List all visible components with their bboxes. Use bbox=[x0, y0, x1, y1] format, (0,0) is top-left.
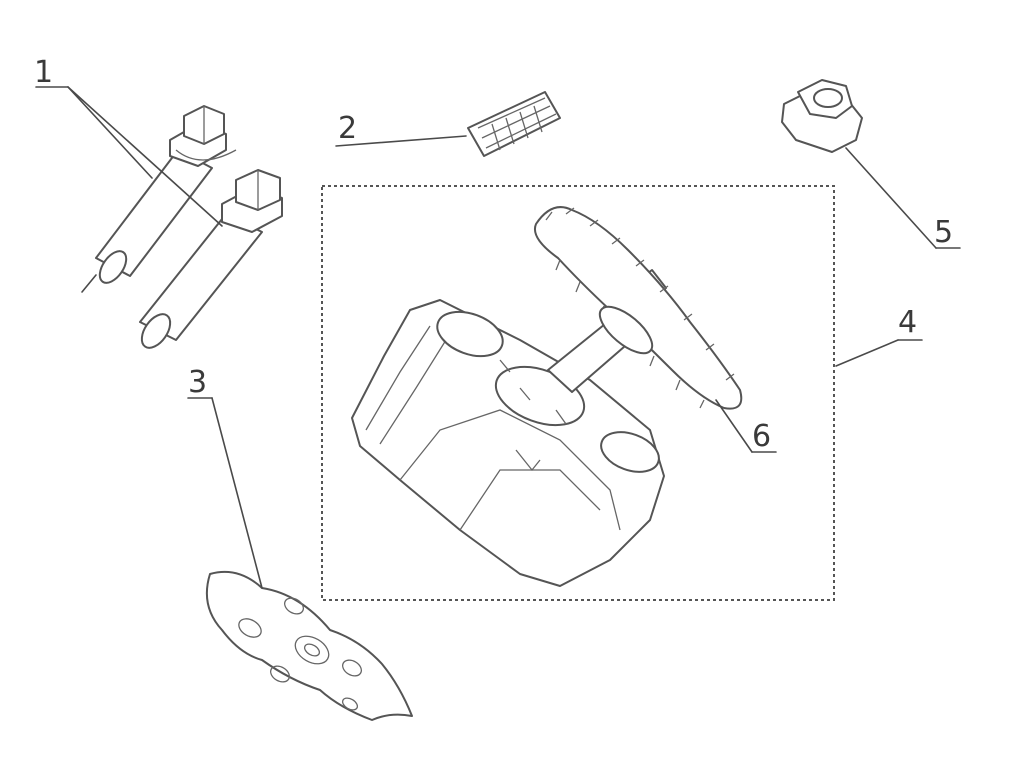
callout-4: 4 bbox=[898, 305, 917, 340]
assembly-boundary bbox=[321, 185, 835, 601]
part-3-gasket: 3 bbox=[187, 365, 413, 721]
bolt-back bbox=[95, 105, 237, 284]
part-2-chain: 2 bbox=[335, 91, 561, 157]
pump-sprocket bbox=[534, 206, 743, 410]
callout-3: 3 bbox=[188, 365, 207, 400]
callout-2: 2 bbox=[338, 111, 357, 146]
callout-5: 5 bbox=[934, 215, 953, 250]
part-5-nut: 5 bbox=[781, 79, 961, 250]
bolt-front bbox=[139, 169, 283, 349]
callout-1: 1 bbox=[34, 55, 53, 90]
callout-6: 6 bbox=[752, 419, 771, 454]
part-4-pump-assembly: 4 6 bbox=[321, 185, 923, 601]
part-1-bolts: 1 bbox=[34, 55, 283, 349]
